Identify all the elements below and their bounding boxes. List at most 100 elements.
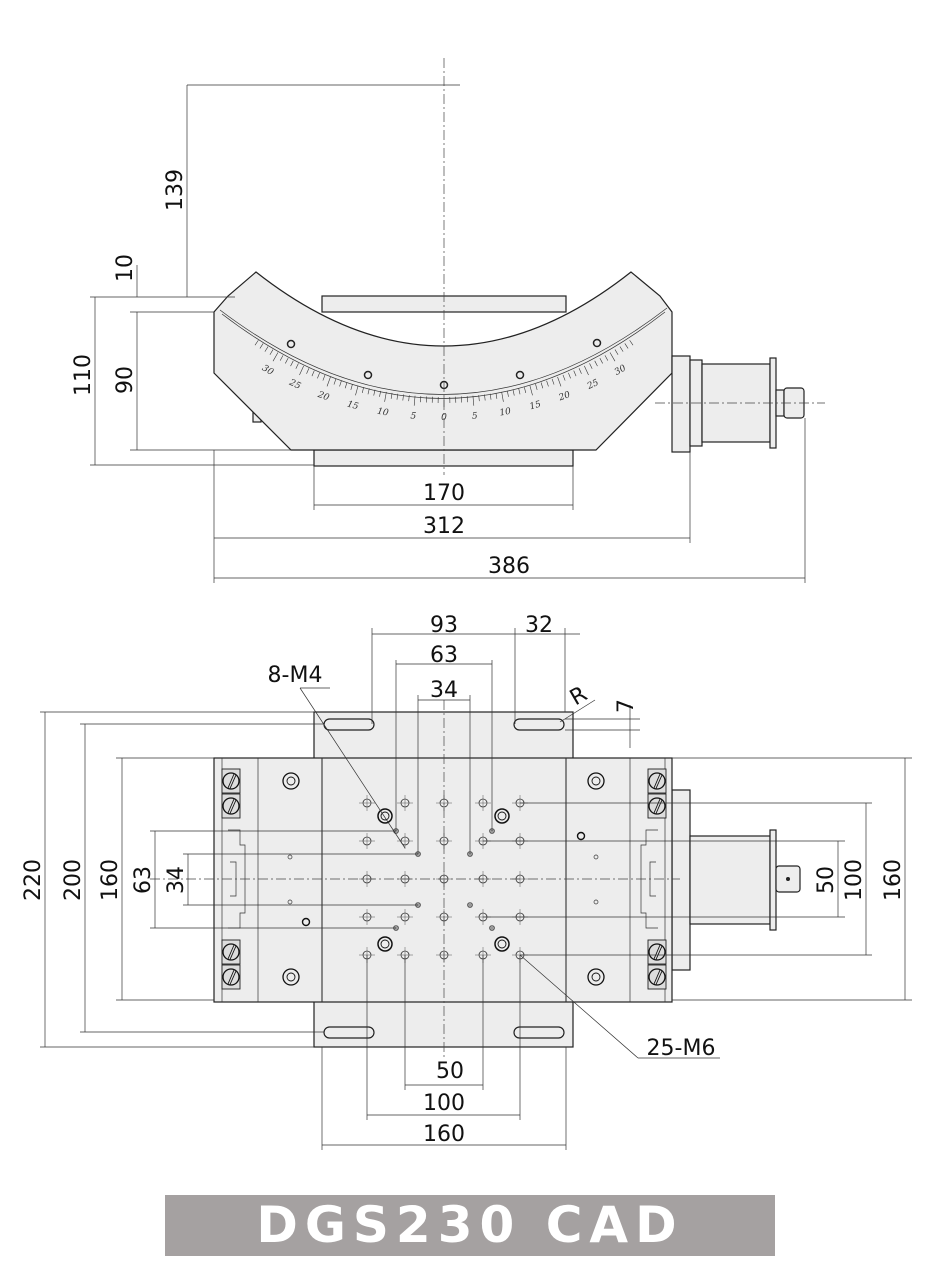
scale-label: 5 [471,411,478,421]
stage-body [213,757,673,1003]
scale-tick [373,389,376,396]
dim-63: 63 [430,643,458,668]
dim-50-bottom: 50 [436,1059,464,1084]
scale-tick [604,355,609,361]
screw-slot [653,798,663,814]
scale-tick [568,372,571,379]
set-screw [576,831,586,841]
dim-200: 200 [61,859,86,901]
hole-crosshair [359,833,375,849]
scale-tick [259,343,264,349]
screw-slot [227,798,237,814]
m6-hole [380,811,390,821]
hole-crosshair [397,909,413,925]
scale-tick [333,378,337,385]
scale-tick [390,392,393,399]
scale-tick [578,368,582,374]
screw-slot [227,969,237,985]
scale-tick [507,390,509,397]
scale-tick [557,376,562,387]
pin-hole [287,899,293,905]
small-hole [467,902,473,908]
scale-tick [408,395,410,402]
m6-hole [497,811,507,821]
plan-dimensions [40,628,912,1150]
title-banner: DGS230 CAD [165,1195,775,1256]
dim-r: R [566,682,592,711]
scale-label: 25 [585,378,601,392]
dim-90: 90 [113,366,138,394]
m6-counterbore [377,808,393,824]
dim-10: 10 [113,254,138,282]
scale-label: 5 [410,411,417,421]
scale-tick [562,374,566,381]
scale-tick [599,357,603,364]
screw-slot [227,773,237,789]
screw-slot [227,944,237,960]
scale-tick [367,388,370,395]
motor [671,355,805,453]
scale-tick [269,349,274,355]
scale-tick [326,376,331,387]
screw-slot [653,944,663,960]
scale-label: 20 [557,390,572,404]
base-plate [313,449,574,467]
dim-34-left: 34 [164,866,189,894]
cradle-screws [286,338,602,390]
scale-tick [322,374,326,381]
scale-tick [546,380,549,387]
scale-tick [501,391,504,402]
scale-tick [489,393,492,400]
scale-arc [219,307,668,395]
dim-170: 170 [423,481,465,506]
motor-body [689,835,771,925]
scale-tick [535,384,538,390]
dim-160-bottom: 160 [423,1122,465,1147]
cradle-body [213,271,673,451]
scale-tick [299,365,304,376]
screw-slot [653,969,663,985]
hole-crosshair [397,833,413,849]
mount-hole-inner [286,776,296,786]
dim-100-right: 100 [842,859,867,901]
scale-tick [518,388,521,395]
dim-139: 139 [163,169,188,211]
mount-hole [282,968,300,986]
scale-tick [285,357,289,364]
m6-counterbore [494,808,510,824]
small-hole [489,925,495,931]
scale-tick [402,394,404,401]
clamp-screws [221,768,667,990]
scale-tick [339,380,342,387]
side-dimensions [90,84,806,583]
dim-312: 312 [423,514,465,539]
scale-tick [279,355,284,361]
scale-tick [311,370,315,377]
scale-tick [317,372,320,379]
m6-counterbore [494,936,510,952]
scale-tick [272,352,279,362]
pin-hole [287,854,293,860]
slots [323,718,565,1039]
dim-32: 32 [525,613,553,638]
mount-hole [587,772,605,790]
scale-tick [529,385,533,396]
mount-hole-inner [286,972,296,982]
scale-tick [512,389,515,396]
hole-pattern [282,772,605,986]
dim-34: 34 [430,678,458,703]
scale-label: 10 [376,407,389,419]
scale-tick [484,394,486,401]
scale-tick [472,395,475,406]
scale-label: 20 [315,390,330,404]
dim-100-bottom: 100 [423,1091,465,1116]
pin-hole [593,854,599,860]
m6-hole [497,939,507,949]
scale-tick [306,368,310,374]
scale-tick [254,340,259,346]
top-view: 93 32 63 34 R 7 220 200 160 63 34 50 100… [21,613,912,1150]
scale-tick [396,393,399,400]
mount-hole [282,772,300,790]
